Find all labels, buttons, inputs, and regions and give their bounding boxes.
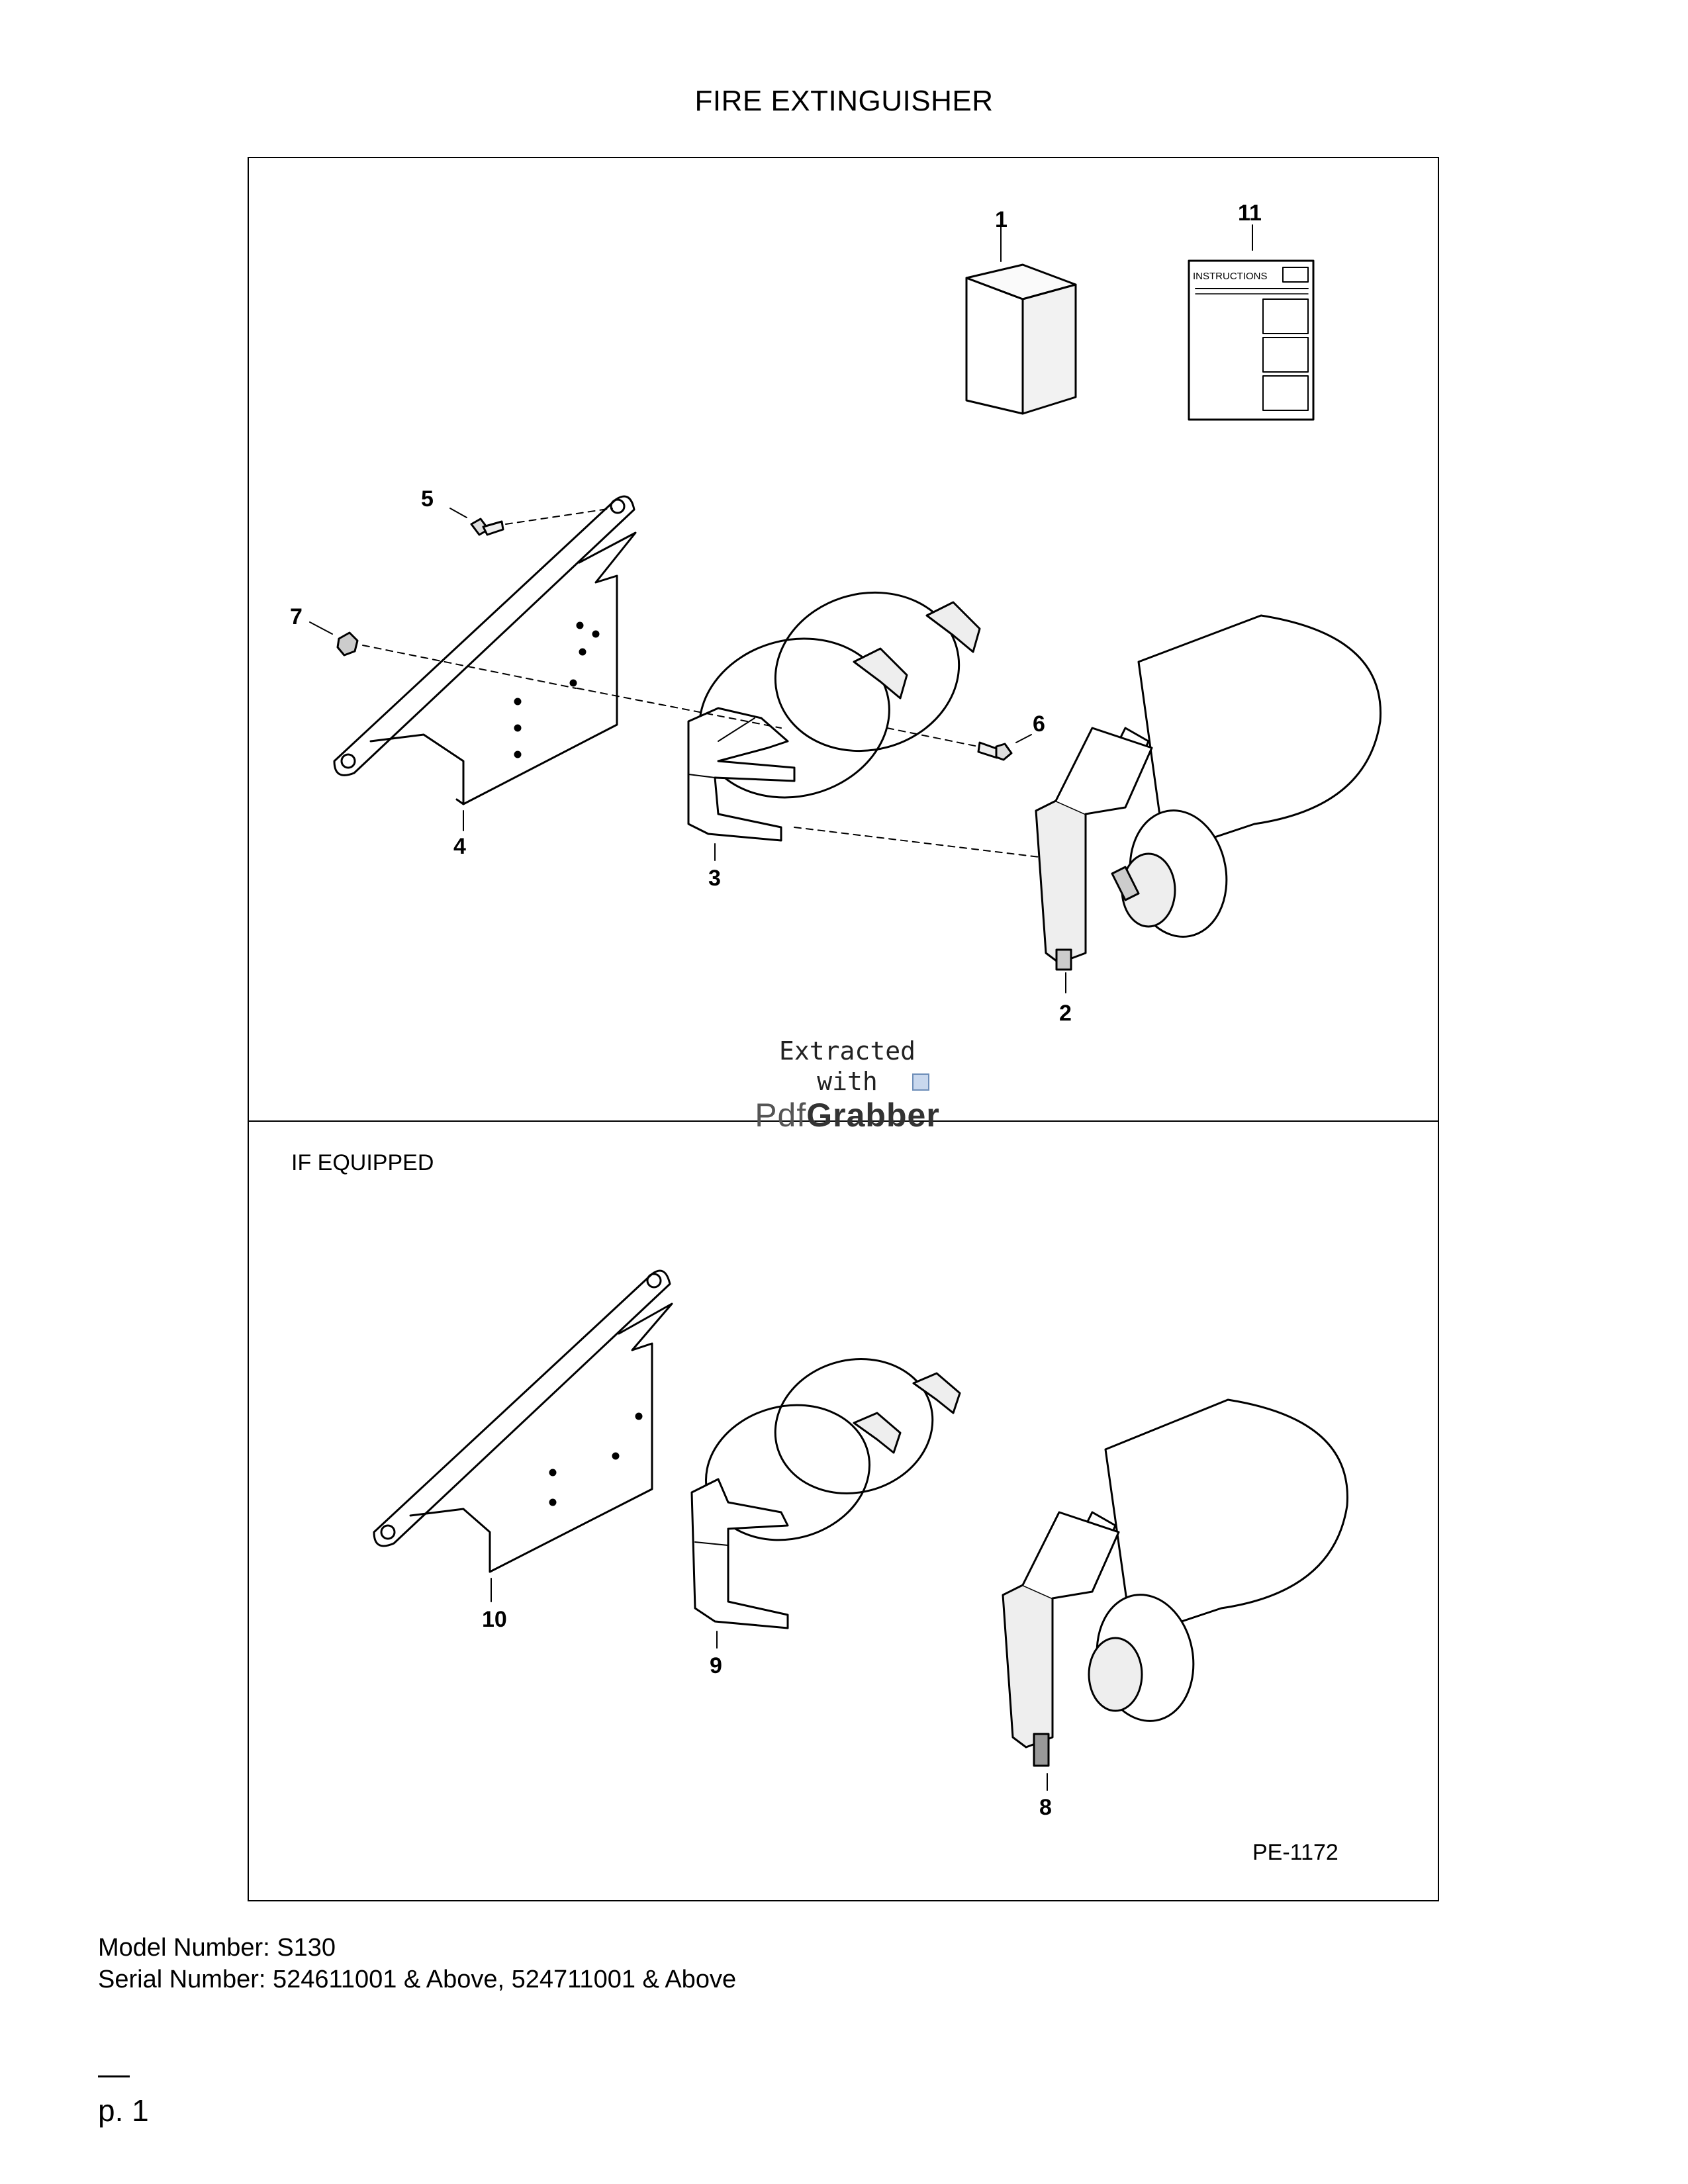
watermark-brand: PdfGrabber [728, 1097, 966, 1134]
page-number: p. 1 [98, 2093, 149, 2128]
item-9-clamp [690, 1358, 961, 1649]
model-number: Model Number: S130 [98, 1934, 336, 1962]
watermark-brand-bold: Grabber [806, 1097, 940, 1134]
page-rule [98, 2075, 130, 2077]
callout-7: 7 [290, 604, 303, 629]
watermark-brand-light: Pdf [755, 1097, 807, 1134]
item-6-bolt [886, 727, 1032, 761]
item-1-box [965, 218, 1077, 415]
item-4-bracket [333, 495, 637, 831]
callout-9: 9 [710, 1653, 722, 1678]
watermark-line-1: Extracted [779, 1036, 915, 1066]
item-3-clamp [577, 591, 1040, 861]
watermark-icon [912, 1073, 929, 1091]
item-10-bracket [373, 1269, 673, 1602]
watermark: Extracted with PdfGrabber [728, 1036, 966, 1134]
section-divider [248, 1120, 1439, 1122]
callout-3: 3 [708, 866, 721, 891]
section-label: IF EQUIPPED [291, 1150, 434, 1175]
diagram-frame [248, 157, 1439, 1901]
serial-number: Serial Number: 524611001 & Above, 524711… [98, 1966, 737, 1993]
callout-8: 8 [1039, 1795, 1052, 1820]
item-7-nut [309, 621, 577, 689]
item-2-extinguisher [1035, 614, 1382, 993]
page-title: FIRE EXTINGUISHER [694, 85, 994, 117]
figure-code: PE-1172 [1252, 1840, 1338, 1865]
callout-4: 4 [453, 834, 466, 859]
callout-5: 5 [421, 486, 434, 512]
callout-11: 11 [1238, 201, 1262, 226]
item-11-instructions [1188, 224, 1315, 421]
instructions-heading: INSTRUCTIONS [1193, 271, 1268, 282]
item-8-extinguisher [1002, 1398, 1348, 1791]
callout-2: 2 [1059, 1001, 1072, 1026]
callout-1: 1 [995, 207, 1008, 232]
callout-10: 10 [482, 1607, 507, 1632]
item-5-bolt [449, 508, 613, 536]
callout-6: 6 [1033, 711, 1045, 737]
watermark-line-2: with [817, 1067, 878, 1096]
